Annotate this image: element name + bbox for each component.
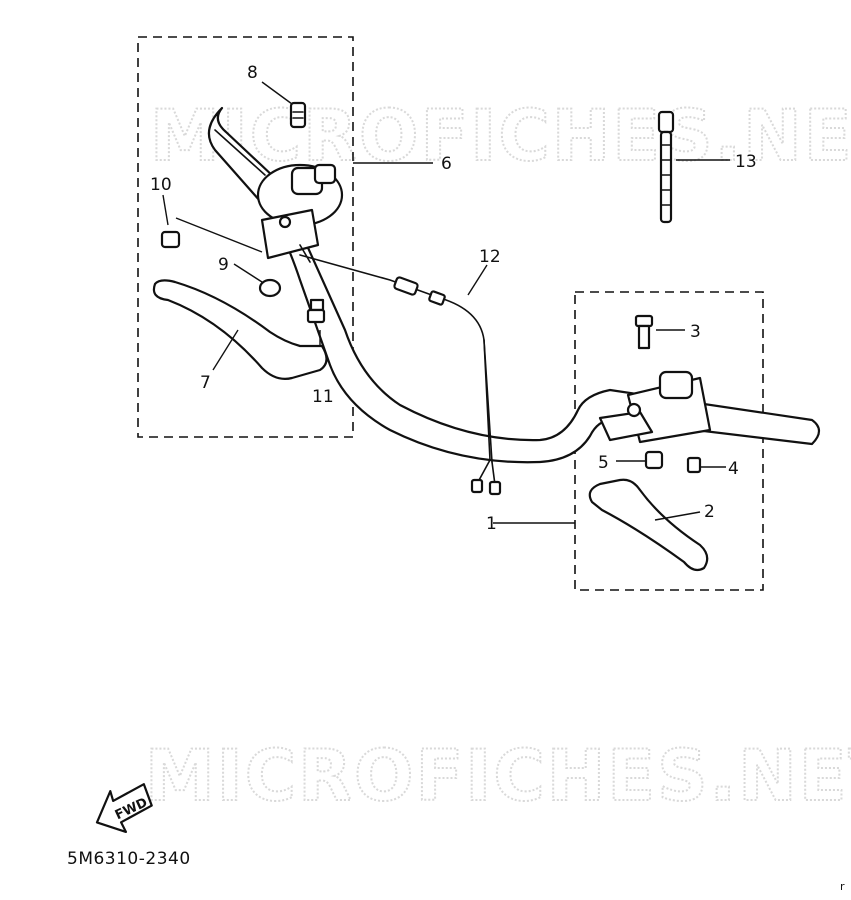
left-assembly-box (137, 36, 354, 438)
left-switch-assembly (256, 163, 344, 263)
forward-direction-arrow: FWD (95, 783, 153, 834)
callout-10: 10 (150, 175, 172, 195)
page-mark: r (840, 880, 845, 893)
callout-13: 13 (735, 152, 757, 172)
leader-lines (162, 81, 730, 524)
part-13-cable-tie (657, 110, 675, 224)
watermark-bottom: MICROFICHES.NET (145, 735, 851, 817)
handlebar (207, 106, 821, 464)
callout-3: 3 (690, 322, 701, 342)
part-9-washer (258, 278, 282, 298)
right-master-cylinder (598, 370, 712, 444)
watermark-top: MICROFICHES.NET (150, 95, 851, 177)
callout-9: 9 (218, 255, 229, 275)
part-11-bolt (306, 298, 326, 324)
callout-12: 12 (479, 247, 501, 267)
callout-6: 6 (441, 154, 452, 174)
part-10-nut (160, 230, 181, 249)
callout-2: 2 (704, 502, 715, 522)
diagram-code: 5M6310-2340 (67, 849, 191, 869)
callout-8: 8 (247, 63, 258, 83)
part-2-lever (588, 478, 709, 572)
callout-4: 4 (728, 459, 739, 479)
callout-7: 7 (200, 373, 211, 393)
callout-5: 5 (598, 453, 609, 473)
callout-1: 1 (486, 514, 497, 534)
callout-11: 11 (312, 387, 334, 407)
part-8-screw (289, 101, 307, 129)
part-3-screw (634, 314, 654, 350)
part-4-bolt (686, 456, 702, 474)
part-12-cable (299, 254, 502, 496)
part-5-nut (644, 450, 664, 470)
right-assembly-box (574, 291, 764, 591)
part-7-lever (152, 279, 328, 380)
